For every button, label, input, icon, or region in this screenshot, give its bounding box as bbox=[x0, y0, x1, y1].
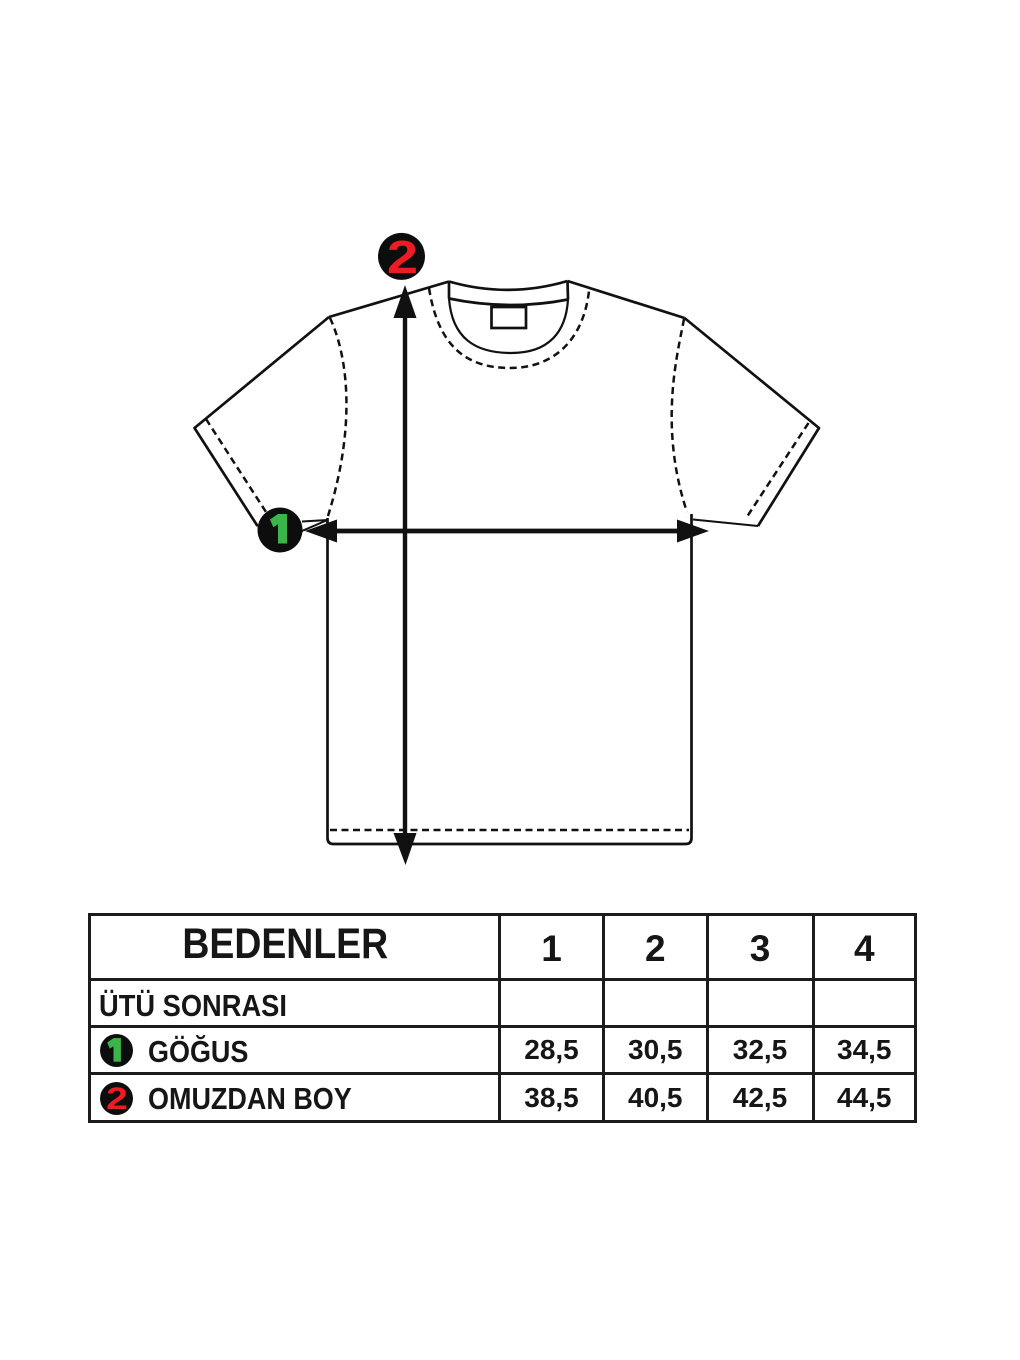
svg-text:2: 2 bbox=[106, 1082, 128, 1115]
svg-text:2: 2 bbox=[387, 232, 418, 283]
